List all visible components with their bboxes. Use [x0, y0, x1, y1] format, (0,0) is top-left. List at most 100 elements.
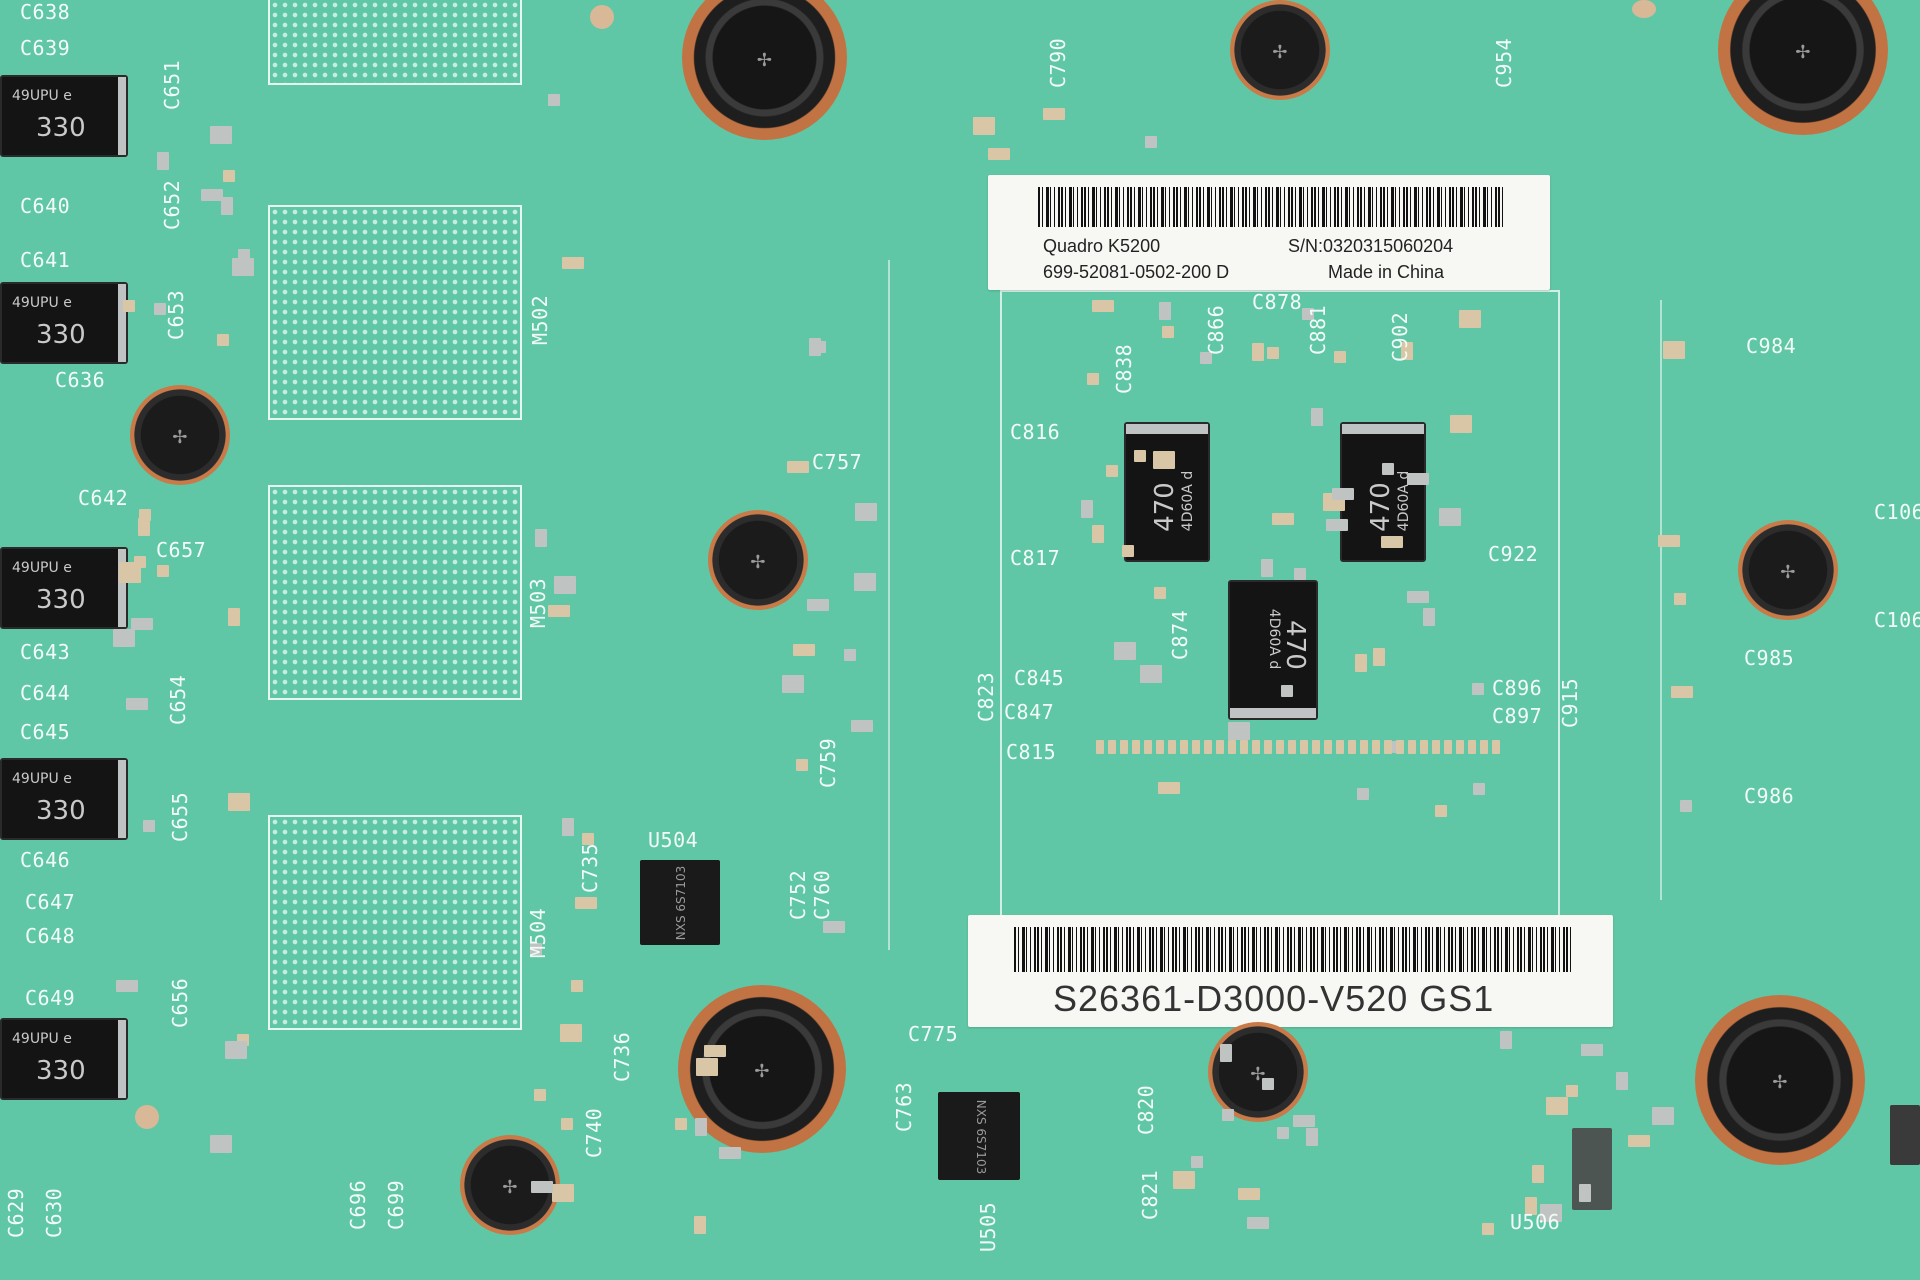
ref-c986: C986	[1744, 784, 1795, 808]
smd-component	[1080, 499, 1093, 518]
smd-pad	[1276, 740, 1284, 754]
ref-c654: C654	[166, 674, 190, 725]
smd-component	[1310, 408, 1323, 427]
smd-component	[1087, 373, 1100, 386]
test-pad-left	[135, 1105, 159, 1129]
smd-component	[562, 256, 585, 269]
smd-component	[1238, 1188, 1261, 1201]
ref-c649: C649	[25, 986, 76, 1010]
ref-c760: C760	[810, 869, 834, 920]
smd-component	[1435, 805, 1448, 818]
smd-component	[1381, 536, 1404, 549]
ref-c816: C816	[1010, 420, 1061, 444]
smd-component	[1091, 300, 1114, 313]
ref-c740: C740	[582, 1107, 606, 1158]
smd-component	[115, 979, 138, 992]
smd-component	[988, 147, 1011, 160]
smd-pad	[1096, 740, 1104, 754]
smd-pad	[1360, 740, 1368, 754]
capacitor-470-left: 470 4D60A d	[1124, 422, 1210, 562]
smd-component	[1145, 135, 1158, 148]
smd-component	[853, 573, 876, 592]
smd-component	[1406, 591, 1429, 604]
ref-c896: C896	[1492, 676, 1543, 700]
mounting-screw-bottom-right: ✢	[1695, 995, 1865, 1165]
smd-component	[1140, 665, 1163, 684]
smd-component	[806, 598, 829, 611]
smd-component	[570, 979, 583, 992]
smd-component	[1481, 1223, 1494, 1236]
memory-footprint-m502	[268, 205, 522, 420]
smd-component	[133, 556, 146, 569]
smd-component	[1438, 507, 1461, 526]
smd-component	[1670, 686, 1693, 699]
ref-c735: C735	[578, 842, 602, 893]
screw-bottom-center: ✢	[1208, 1022, 1308, 1122]
ref-c897: C897	[1492, 704, 1543, 728]
smd-pad	[1336, 740, 1344, 754]
smd-component	[574, 897, 597, 910]
smd-component	[1221, 1108, 1234, 1121]
ref-u506: U506	[1510, 1210, 1561, 1234]
smd-component	[562, 817, 575, 836]
smd-component	[718, 1147, 741, 1160]
smd-pad	[1180, 740, 1188, 754]
chip-u506	[1572, 1128, 1612, 1210]
smd-pad	[1432, 740, 1440, 754]
smd-component	[561, 1118, 574, 1131]
ref-c652: C652	[160, 179, 184, 230]
smd-pad	[1384, 740, 1392, 754]
smd-component	[201, 188, 224, 201]
smd-pad	[1156, 740, 1164, 754]
smd-pad	[1288, 740, 1296, 754]
capacitor-330-1: 49UPU e 330	[0, 75, 128, 157]
bottom-barcode	[1014, 927, 1574, 972]
smd-component	[1525, 1197, 1538, 1216]
smd-component	[131, 617, 154, 630]
smd-component	[814, 341, 827, 354]
smd-component	[695, 1057, 718, 1076]
smd-component	[1133, 449, 1146, 462]
smd-pad	[1240, 740, 1248, 754]
ref-c878: C878	[1252, 290, 1303, 314]
ref-c790: C790	[1046, 37, 1070, 88]
smd-pad	[1228, 740, 1236, 754]
smd-component	[1281, 685, 1294, 698]
screw-top-center: ✢	[1230, 0, 1330, 100]
smd-component	[125, 697, 148, 710]
test-pad-top	[590, 5, 614, 29]
smd-component	[1153, 587, 1166, 600]
smd-component	[1332, 488, 1355, 501]
smd-component	[786, 460, 809, 473]
ref-c847: C847	[1004, 700, 1055, 724]
smd-component	[157, 565, 170, 578]
smd-component	[552, 1183, 574, 1202]
smd-pad	[1168, 740, 1176, 754]
smd-component	[1616, 1071, 1629, 1090]
smd-component	[228, 607, 241, 626]
smd-pad	[1312, 740, 1320, 754]
ref-c775: C775	[908, 1022, 959, 1046]
capacitor-470-center: 470 4D60A d	[1228, 580, 1318, 720]
capacitor-330-2: 49UPU e 330	[0, 282, 128, 364]
smd-component	[560, 1023, 583, 1042]
smd-component	[1200, 351, 1213, 364]
smd-component	[1246, 1217, 1269, 1230]
smd-component	[1306, 1127, 1319, 1146]
ref-c646: C646	[20, 848, 71, 872]
ref-c644: C644	[20, 681, 71, 705]
smd-component	[210, 126, 233, 145]
smd-pad	[1204, 740, 1212, 754]
smd-component	[1105, 465, 1118, 478]
ref-c763: C763	[892, 1081, 916, 1132]
smd-component	[531, 1180, 554, 1193]
smd-component	[1450, 414, 1473, 433]
smd-component	[675, 1117, 688, 1130]
ref-c643: C643	[20, 640, 71, 664]
smd-component	[1531, 1165, 1544, 1184]
ref-c752: C752	[786, 869, 810, 920]
mounting-screw-top-right: ✢	[1718, 0, 1888, 135]
smd-component	[534, 1089, 547, 1102]
smd-component	[1627, 1135, 1650, 1148]
smd-pad	[1372, 740, 1380, 754]
